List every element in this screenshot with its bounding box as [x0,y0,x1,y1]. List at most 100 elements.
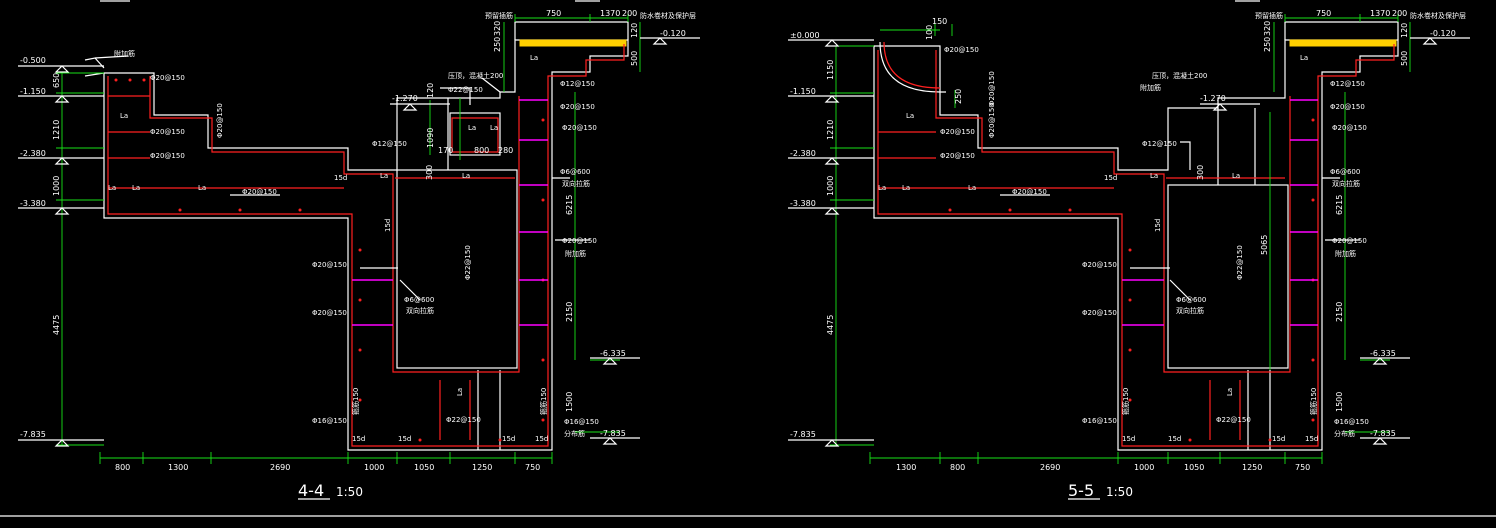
level-label: -0.120 [1430,29,1456,38]
level-label: -6.335 [600,349,626,358]
rebar-dots [114,78,545,442]
dim-label: 1000 [52,176,61,196]
dim-label: 170 [438,146,453,155]
d15-label: 15d [1305,435,1318,443]
rebar-sump [439,380,471,440]
level-label: -0.120 [660,29,686,38]
dim-label: 1500 [565,392,574,412]
rebar-label: Φ20@150 [150,128,185,136]
rebar-sump [1209,380,1241,440]
d15-label: 15d [1272,435,1285,443]
rebar-label: Φ20@150 [150,74,185,82]
dim-label: 120 [426,83,435,98]
dim-label: 1250 [1242,463,1262,472]
dim-label: 120 [630,23,639,38]
la-label: La [878,184,886,192]
dim-label: 1050 [414,463,434,472]
dim-label: 280 [498,146,513,155]
leader-lines [94,55,590,301]
dim-label: 2690 [1040,463,1060,472]
d15-label: 15d [535,435,548,443]
dim-label: 4475 [52,315,61,335]
rebar-label: Φ6@600 [404,296,434,304]
level-label: -2.380 [790,149,816,158]
rebar-inner [149,76,520,373]
rebar-curved [883,41,941,89]
rebar-label: Φ6@600 [560,168,590,176]
rebar-label: Φ20@150 [1332,124,1367,132]
level-label: -3.380 [790,199,816,208]
level-markers [18,37,700,447]
note-label: 防水卷材及保护层 [1410,11,1466,20]
leader-lines [1000,141,1360,301]
note-label: 双向拉筋 [1332,179,1360,188]
waterproof-layer [1289,39,1397,47]
la-label: La [1300,54,1308,62]
la-label: La [462,172,470,180]
note-label: 防水卷材及保护层 [640,11,696,20]
la-label: La [456,388,464,396]
note-label: 附加筋 [565,249,586,258]
rebar-label: Φ16@150 [1082,417,1117,425]
dim-label: 1000 [826,176,835,196]
d15-label: 15d [1104,174,1117,182]
rebar-label: Φ16@150 [312,417,347,425]
note-label: 箍筋150 [351,388,360,415]
dim-label: 2690 [270,463,290,472]
waterproof-layer [519,39,627,47]
note-label: 压顶，混凝土200 [1152,71,1207,80]
dim-label: 250 [493,37,502,52]
dim-label: 200 [622,9,637,18]
note-label: 预留插筋 [485,11,513,20]
dim-label: 1000 [1134,463,1154,472]
la-label: La [490,124,498,132]
note-label: 箍筋150 [539,388,548,415]
rebar-dots [948,118,1315,442]
la-label: La [120,112,128,120]
dim-label: 100 [925,25,934,40]
d15-label: 15d [502,435,515,443]
section-5-5: ±0.000 -1.150 -2.380 -3.380 -7.835 -1.27… [788,9,1470,500]
section-outline [873,39,1399,451]
rebar-label: Φ20@150 [242,188,277,196]
dim-label: 1050 [1184,463,1204,472]
level-label: -3.380 [20,199,46,208]
note-label: 附加筋 [114,49,135,58]
rebar-label: Φ20@150 [562,237,597,245]
rebar-label: Φ20@150 [988,103,996,138]
section-scale: 1:50 [336,485,363,499]
rebar-label: Φ22@150 [446,416,481,424]
la-label: La [108,184,116,192]
dim-label: 800 [474,146,489,155]
rebar-label: Φ20@150 [988,71,996,106]
la-label: La [902,184,910,192]
rebar-label: Φ6@600 [1176,296,1206,304]
parapet-outline [1284,21,1399,40]
dim-label: 300 [425,165,434,180]
level-label: ±0.000 [790,31,820,40]
level-label: -7.835 [600,429,626,438]
rebar-label: Φ20@150 [1330,103,1365,111]
rebar-curb [395,117,515,179]
dim-label: 320 [1263,21,1272,36]
rebar-label: Φ16@150 [564,418,599,426]
rebar-label: Φ20@150 [1012,188,1047,196]
rebar-label: Φ12@150 [1330,80,1365,88]
note-label: 箍筋150 [1121,388,1130,415]
la-label: La [530,54,538,62]
stirrups [352,99,548,326]
dim-label: 4475 [826,315,835,335]
dim-label: 300 [1196,165,1205,180]
rebar-label: Φ22@150 [464,245,472,280]
dim-label: 1150 [826,60,835,80]
note-label: 双向拉筋 [406,306,434,315]
d15-label: 15d [352,435,365,443]
rebar-label: Φ12@150 [372,140,407,148]
dimension-lines [56,14,641,464]
d15-label: 15d [334,174,347,182]
dim-label: 750 [525,463,540,472]
la-label: La [1232,172,1240,180]
la-label: La [380,172,388,180]
dim-label: 750 [1295,463,1310,472]
